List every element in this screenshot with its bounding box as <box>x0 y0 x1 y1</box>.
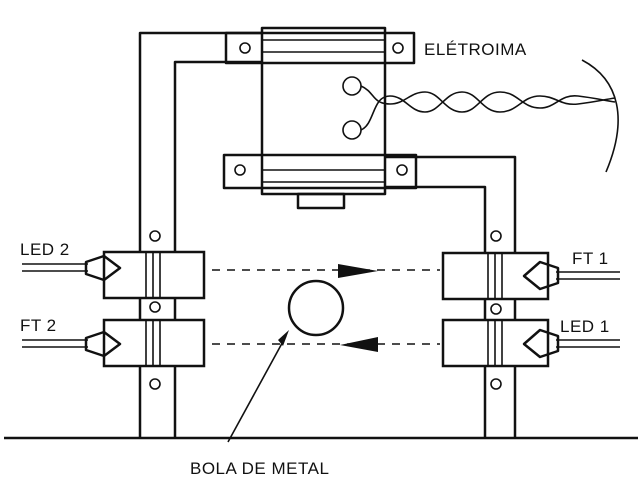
electromagnet-body <box>260 26 387 210</box>
left-support-arm <box>138 31 262 438</box>
ft1-label: FT 1 <box>572 249 609 268</box>
metal-ball <box>287 279 345 337</box>
left-arm-hole-lower <box>149 378 161 390</box>
led2-label: LED 2 <box>20 240 70 259</box>
ft2-label: FT 2 <box>20 316 57 335</box>
right-arm-hole-upper <box>490 230 502 242</box>
ball-label: BOLA DE METAL <box>190 459 329 478</box>
led2-component <box>22 254 122 282</box>
left-arm-hole-upper <box>149 230 161 242</box>
left-upper-sensor-block <box>102 250 206 300</box>
electromagnet-twisted-wires <box>360 59 619 173</box>
right-arm-hole-lower <box>490 378 502 390</box>
led1-component <box>522 328 620 359</box>
electromagnet-top-bracket <box>224 31 416 65</box>
ft2-component <box>22 330 122 358</box>
left-arm-hole-middle <box>149 301 161 313</box>
right-arm-hole-middle <box>490 303 502 315</box>
lower-beam-arrow <box>340 337 378 352</box>
electromagnet-bottom-bracket <box>222 153 418 190</box>
ball-pointer-arrow <box>227 330 289 443</box>
right-lower-sensor-block <box>441 318 550 368</box>
right-upper-sensor-block <box>441 251 550 301</box>
electromagnet-label: ELÉTROIMA <box>424 40 527 59</box>
upper-beam-arrow <box>338 264 378 278</box>
ft1-component <box>522 260 620 291</box>
led1-label: LED 1 <box>560 317 610 336</box>
